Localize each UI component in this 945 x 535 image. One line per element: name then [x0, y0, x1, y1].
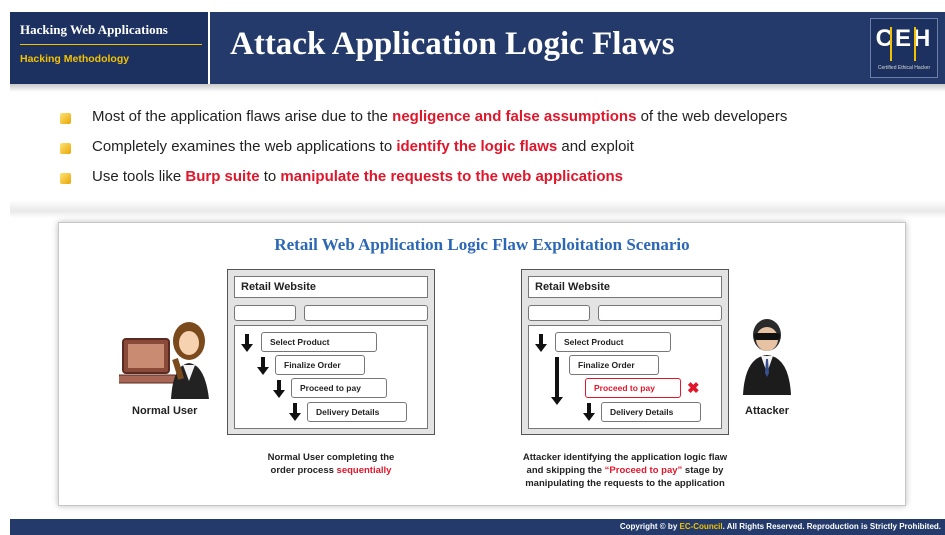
- normal-user-label: Normal User: [132, 405, 198, 417]
- down-arrow-icon: [245, 334, 249, 344]
- step-select-product: Select Product: [555, 332, 671, 352]
- bullet-square-icon: [60, 173, 71, 184]
- down-arrow-icon: [587, 403, 591, 413]
- site-tab: [528, 305, 590, 321]
- skip-arrow-head: [551, 397, 563, 405]
- bullet-item: Most of the application flaws arise due …: [60, 108, 920, 138]
- ceh-logo-bar-right: [914, 27, 916, 61]
- course-title: Hacking Web Applications: [20, 22, 168, 37]
- course-panel: Hacking Web Applications Hacking Methodo…: [10, 12, 210, 84]
- site-tab: [598, 305, 722, 321]
- copyright-footer: Copyright © by EC-Council. All Rights Re…: [10, 519, 945, 535]
- ceh-logo-bar-left: [890, 27, 892, 61]
- bullet-item: Completely examines the web applications…: [60, 138, 920, 168]
- ceh-logo-subtitle: Certified Ethical Hacker: [877, 65, 931, 71]
- slide-title: Attack Application Logic Flaws: [230, 26, 675, 62]
- bullet-text: Use tools like Burp suite to manipulate …: [92, 168, 623, 185]
- bullet-text: Completely examines the web applications…: [92, 138, 634, 155]
- normal-retail-site: Retail Website Select Product Finalize O…: [227, 269, 435, 435]
- bullet-square-icon: [60, 113, 71, 124]
- step-delivery-details: Delivery Details: [307, 402, 407, 422]
- step-finalize-order: Finalize Order: [275, 355, 365, 375]
- down-arrow-icon: [293, 403, 297, 413]
- down-arrow-head: [289, 413, 301, 421]
- module-title: Hacking Methodology: [20, 53, 130, 65]
- attacker-label: Attacker: [745, 405, 790, 417]
- header-shadow: [10, 84, 945, 92]
- normal-caption: Normal User completing the order process…: [267, 452, 395, 476]
- bullet-square-icon: [60, 143, 71, 154]
- ec-council-brand: EC-Council: [679, 522, 723, 531]
- down-arrow-head: [273, 390, 285, 398]
- down-arrow-head: [257, 367, 269, 375]
- site-title: Retail Website: [234, 276, 428, 298]
- down-arrow-icon: [261, 357, 265, 367]
- ceh-logo-letters: CEH: [875, 25, 933, 52]
- bullet-item: Use tools like Burp suite to manipulate …: [60, 168, 920, 198]
- down-arrow-head: [583, 413, 595, 421]
- woman-laptop-icon: [119, 322, 209, 399]
- down-arrow-icon: [277, 380, 281, 390]
- down-arrow-head: [535, 344, 547, 352]
- site-title: Retail Website: [528, 276, 722, 298]
- step-proceed-to-pay: Proceed to pay: [291, 378, 387, 398]
- site-tab: [304, 305, 428, 321]
- site-tab: [234, 305, 296, 321]
- bullet-list: Most of the application flaws arise due …: [60, 108, 920, 198]
- attacker-caption: Attacker identifying the application log…: [522, 452, 728, 489]
- site-body: Select Product Finalize Order Proceed to…: [528, 325, 722, 429]
- bullet-text: Most of the application flaws arise due …: [92, 108, 788, 125]
- x-mark-icon: ✖: [687, 380, 700, 397]
- down-arrow-icon: [539, 334, 543, 344]
- site-body: Select Product Finalize Order Proceed to…: [234, 325, 428, 429]
- down-arrow-head: [241, 344, 253, 352]
- step-proceed-to-pay-skipped: Proceed to pay: [585, 378, 681, 398]
- ceh-logo: CEH Certified Ethical Hacker: [870, 18, 938, 78]
- step-delivery-details: Delivery Details: [601, 402, 701, 422]
- slide-header: Hacking Web Applications Hacking Methodo…: [10, 12, 945, 84]
- section-separator: [10, 200, 945, 218]
- skip-arrow-icon: [555, 357, 559, 397]
- step-finalize-order: Finalize Order: [569, 355, 659, 375]
- diagram-title: Retail Web Application Logic Flaw Exploi…: [274, 235, 690, 254]
- step-select-product: Select Product: [261, 332, 377, 352]
- course-divider: [20, 44, 202, 45]
- hacker-sunglasses-icon: [743, 319, 791, 395]
- scenario-diagram: Retail Web Application Logic Flaw Exploi…: [58, 222, 906, 506]
- attacker-retail-site: Retail Website Select Product Finalize O…: [521, 269, 729, 435]
